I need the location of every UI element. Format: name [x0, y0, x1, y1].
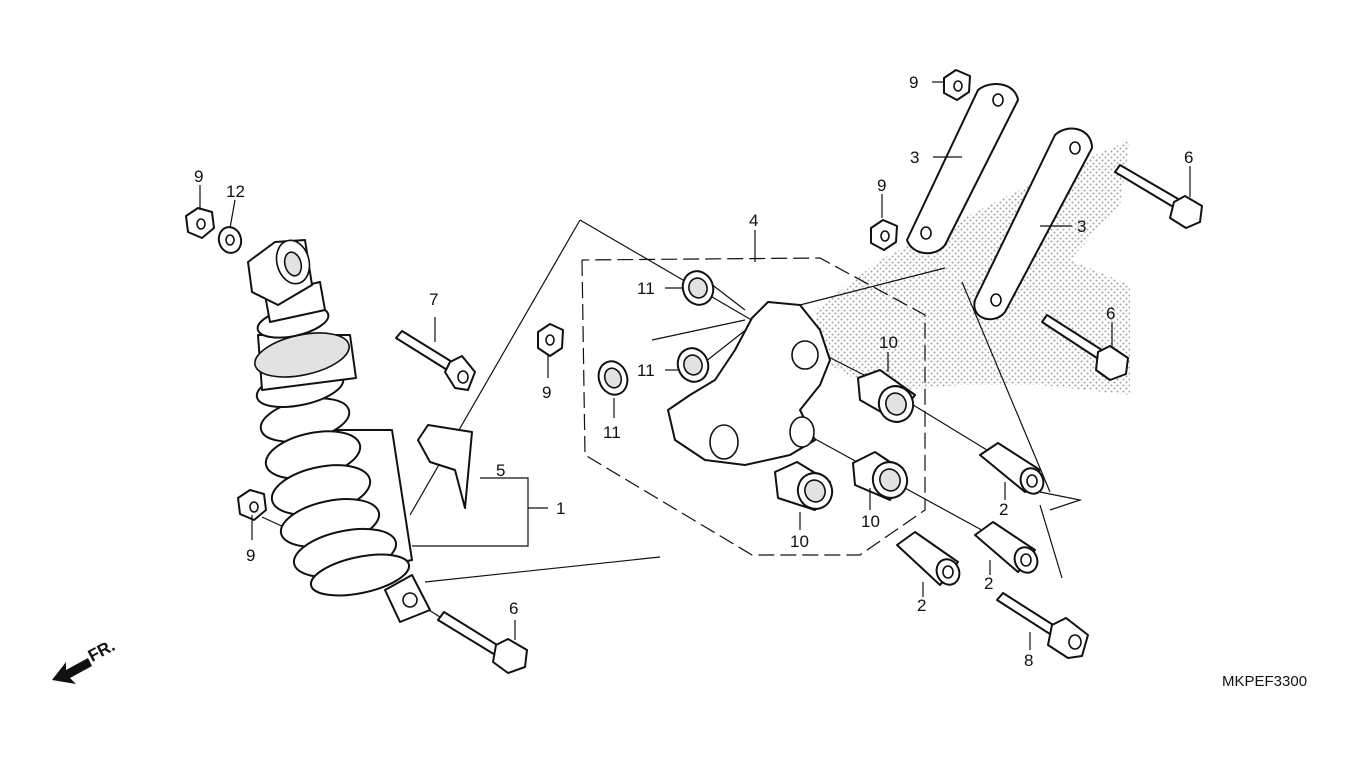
connecting-rods — [906, 83, 1093, 321]
callout-11: 11 — [637, 361, 655, 380]
callout-9: 9 — [877, 176, 886, 195]
callout-11: 11 — [603, 423, 621, 442]
nuts — [185, 69, 971, 521]
shock-absorber — [247, 239, 431, 623]
callout-10: 10 — [790, 532, 809, 551]
callout-11: 11 — [637, 279, 655, 298]
callout-6: 6 — [509, 599, 518, 618]
fr-arrow-icon: FR. — [52, 636, 118, 684]
callout-9: 9 — [194, 167, 203, 186]
callout-9: 9 — [542, 383, 551, 402]
callout-1: 1 — [556, 499, 565, 518]
callout-9: 9 — [246, 546, 255, 565]
callout-10: 10 — [879, 333, 898, 352]
direction-label: FR. — [85, 636, 118, 666]
callout-9: 9 — [909, 73, 918, 92]
needle-bearing-top — [857, 369, 916, 423]
pivot-assembly-outline — [581, 257, 926, 556]
callout-6: 6 — [1184, 148, 1193, 167]
warning-label — [417, 424, 473, 509]
callout-2: 2 — [984, 574, 993, 593]
callout-6: 6 — [1106, 304, 1115, 323]
needle-bearing-low — [774, 461, 834, 511]
collars — [896, 442, 1045, 586]
leader-lines — [199, 81, 1191, 650]
diagram-code: MKPEF3300 — [1222, 673, 1307, 690]
washer — [217, 226, 243, 254]
callout-4: 4 — [749, 211, 758, 230]
callout-12: 12 — [226, 182, 245, 201]
needle-bearing-mid — [852, 451, 909, 501]
callout-7: 7 — [429, 290, 438, 309]
flange-bolts — [437, 164, 1203, 674]
callout-2: 2 — [999, 500, 1008, 519]
dust-seals — [597, 270, 715, 396]
socket-bolts — [395, 330, 1089, 659]
callout-5: 5 — [496, 461, 505, 480]
callout-3: 3 — [1077, 217, 1086, 236]
callout-3: 3 — [910, 148, 919, 167]
callout-2: 2 — [917, 596, 926, 615]
cushion-arm — [667, 301, 831, 466]
callout-10: 10 — [861, 512, 880, 531]
callouts: 9 12 9 7 9 5 1 6 4 11 11 11 10 10 10 9 3… — [194, 73, 1193, 670]
callout-8: 8 — [1024, 651, 1033, 670]
